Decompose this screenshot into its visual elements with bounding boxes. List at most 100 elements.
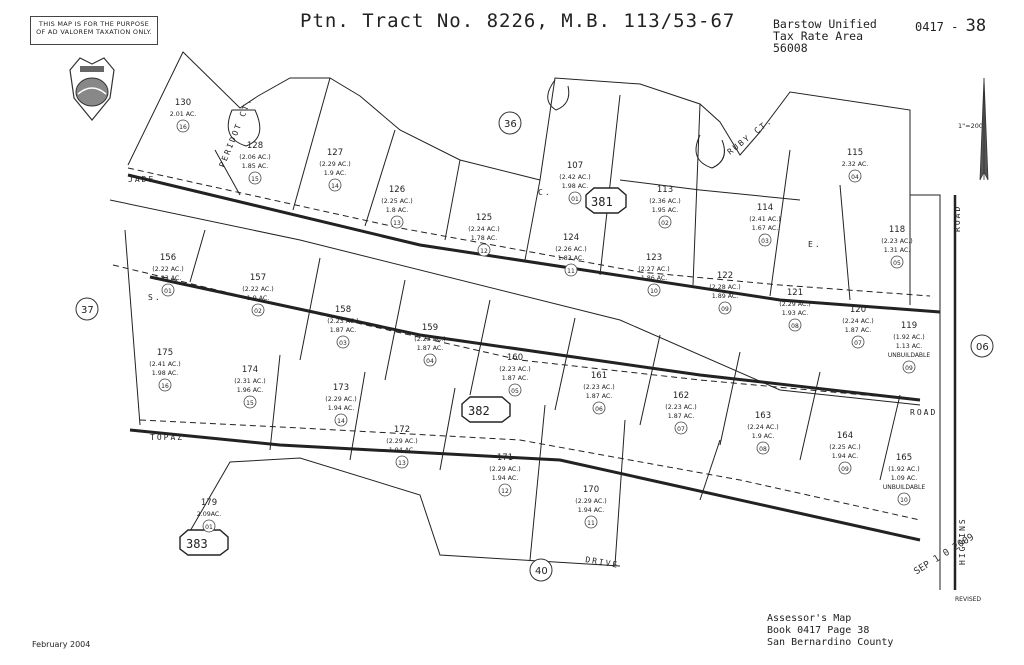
lot-172[interactable]: 172(2.29 AC.)1.94 AC.13 [386,425,418,469]
lot-122[interactable]: 122(2.28 AC.)1.89 AC.09 [709,271,741,315]
adjoining-page-37[interactable]: 37 [75,297,99,321]
page-ref-37: 37 [81,305,94,316]
lot-158[interactable]: 158(2.23 AC.)1.87 AC.03 [327,305,359,349]
parcel-number: 03 [339,340,347,347]
lot-acreage: 2.32 AC. [842,161,869,168]
lot-net-acreage: 1.87 AC. [417,345,444,352]
lot-number: 123 [646,253,662,263]
revised-label: REVISED [955,596,982,603]
lot-net-acreage: 1.85 AC. [242,163,269,170]
lot-net-acreage: 1.94 AC. [578,507,605,514]
lot-net-acreage: 1.94 AC. [492,475,519,482]
book-prefix: 0417 - [915,20,966,34]
lot-number: 159 [422,323,438,333]
lot-175[interactable]: 175(2.41 AC.)1.98 AC.16 [149,348,181,392]
parcel-number: 16 [161,383,169,390]
lot-number: 107 [567,161,583,171]
lot-acreage: (2.29 AC.) [575,498,607,505]
lot-acreage: (2.24 AC.) [747,424,779,431]
lot-124[interactable]: 124(2.26 AC.)1.83 AC.11 [555,233,587,277]
lot-number: 127 [327,148,343,158]
parcel-circle [423,353,437,367]
county-seal-icon [69,57,115,121]
parcel-number: 09 [721,306,729,313]
parcel-number: 02 [254,308,262,315]
parcel-circle [592,401,606,415]
lot-170[interactable]: 170(2.29 AC.)1.94 AC.11 [575,485,607,529]
book-page: 38 [965,16,987,36]
lot-number: 173 [333,383,349,393]
parcel-number: 08 [759,446,767,453]
lot-acreage: (2.41 AC.) [749,216,781,223]
lot-163[interactable]: 163(2.24 AC.)1.9 AC.08 [747,411,779,455]
footer-line-2: Book 0417 Page 38 [767,625,870,636]
lot-118[interactable]: 118(2.23 AC.)1.31 AC.05 [881,225,913,269]
lot-128[interactable]: 128(2.06 AC.)1.85 AC.15 [239,141,271,185]
lot-acreage: (2.25 AC.) [829,444,861,451]
lot-number: 158 [335,305,351,315]
lot-160[interactable]: 160(2.23 AC.)1.87 AC.05 [499,353,531,397]
lot-net-acreage: 1.87 AC. [845,327,872,334]
lot-162[interactable]: 162(2.23 AC.)1.87 AC.07 [665,391,697,435]
lot-121[interactable]: 121(2.29 AC.)1.93 AC.08 [779,288,811,332]
lot-125[interactable]: 125(2.24 AC.)1.78 AC.12 [468,213,500,257]
lot-net-acreage: 1.13 AC. [896,343,923,350]
adjoining-page-40[interactable]: 40 [529,558,553,582]
block-382[interactable]: 382 [461,396,511,423]
lot-net-acreage: 1.89 AC. [712,293,739,300]
lot-157[interactable]: 157(2.22 AC.)1.9 AC.02 [242,273,274,317]
lot-126[interactable]: 126(2.25 AC.)1.8 AC.13 [381,185,413,229]
parcel-circle [658,215,672,229]
parcel-circle [176,119,190,133]
parcel-circle [647,283,661,297]
parcel-number: 07 [854,340,862,347]
lot-159[interactable]: 159 (2.23 AC.) 1.87 AC. 04 [414,323,446,367]
adjoining-page-36[interactable]: 36 [498,111,522,135]
street-drive: DRIVE [585,555,620,570]
lot-acreage: (2.29 AC.) [489,466,521,473]
parcel-circle [568,191,582,205]
lot-acreage: (2.27 AC.) [638,266,670,273]
lot-number: 162 [673,391,689,401]
lot-127[interactable]: 127(2.29 AC.)1.9 AC.14 [319,148,351,192]
lot-net-acreage: 1.8 AC. [386,207,409,214]
parcel-number: 11 [587,520,595,527]
lot-173[interactable]: 173(2.29 AC.)1.94 AC.14 [325,383,357,427]
lot-number: 118 [889,225,905,235]
lot-174[interactable]: 174(2.31 AC.)1.96 AC.15 [234,365,266,409]
lot-net-acreage: 1.87 AC. [502,375,529,382]
lot-113[interactable]: 113(2.36 AC.)1.95 AC.02 [649,185,681,229]
lot-net-acreage: 1.98 AC. [152,370,179,377]
parcel-circle [158,378,172,392]
adjoining-page-06[interactable]: 06 [970,334,994,358]
lot-171[interactable]: 171(2.29 AC.)1.94 AC.12 [489,453,521,497]
scale-label: 1"=200' [958,122,985,130]
parcel-circle [336,335,350,349]
lot-123[interactable]: 123(2.27 AC.)1.86 AC.10 [638,253,670,297]
parcel-number: 04 [426,358,434,365]
lot-note: UNBUILDABLE [888,352,931,359]
street-c-upper: C. [538,188,552,197]
street-s-middle: S. [148,293,162,302]
lot-164[interactable]: 164(2.25 AC.)1.94 AC.09 [829,431,861,475]
lot-acreage: (2.23 AC.) [414,336,446,343]
block-381[interactable]: 381 [585,187,627,214]
lot-net-acreage: 1.87 AC. [668,413,695,420]
lot-114[interactable]: 114(2.41 AC.)1.67 AC.03 [749,203,781,247]
block-383[interactable]: 383 [179,529,229,556]
lot-161[interactable]: 161(2.23 AC.)1.87 AC.06 [583,371,615,415]
lot-156[interactable]: 156(2.22 AC.)1.83 AC.01 [152,253,184,297]
lot-number: 175 [157,348,173,358]
parcel-circle [890,255,904,269]
lot-net-acreage: 1.9 AC. [752,433,775,440]
lot-107[interactable]: 107(2.42 AC.)1.98 AC.01 [559,161,591,205]
parcel-circle [395,455,409,469]
footer-line-3: San Bernardino County [767,637,894,648]
lot-number: 172 [394,425,410,435]
lot-120[interactable]: 120(2.24 AC.)1.87 AC.07 [842,305,874,349]
